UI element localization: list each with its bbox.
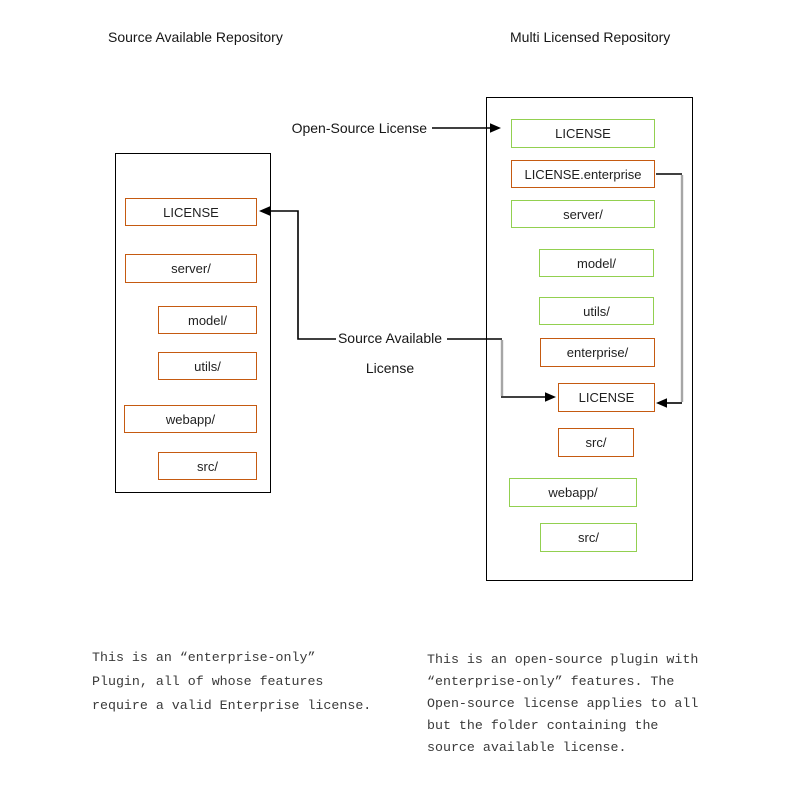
right-repo-folder-server: server/ — [511, 200, 655, 228]
left-repo-file-license: LICENSE — [125, 198, 257, 226]
right-repo-title: Multi Licensed Repository — [510, 29, 671, 45]
right-repo-file-license-enterprise: LICENSE.enterprise — [511, 160, 655, 188]
right-repo-file-license: LICENSE — [511, 119, 655, 148]
right-repo-folder-utils: utils/ — [539, 297, 654, 325]
caption-line: This is an open-source plugin with — [427, 652, 699, 667]
right-repo-folder-model: model/ — [539, 249, 654, 277]
caption-line: “enterprise-only” features. The — [427, 674, 675, 689]
caption-line: source available license. — [427, 740, 627, 755]
open-source-license-label: Open-Source License — [291, 120, 427, 136]
source-available-license-label-line1: Source Available — [337, 330, 443, 346]
caption-line: Plugin, all of whose features — [92, 674, 324, 689]
right-repo-folder-enterprise: enterprise/ — [540, 338, 655, 367]
caption-line: Open-source license applies to all — [427, 696, 699, 711]
left-repo-title: Source Available Repository — [108, 29, 283, 45]
caption-line: This is an “enterprise-only” — [92, 650, 316, 665]
caption-line: but the folder containing the — [427, 718, 659, 733]
caption-line: require a valid Enterprise license. — [92, 698, 372, 713]
right-repo-enterprise-license: LICENSE — [558, 383, 655, 412]
right-repo-enterprise-src: src/ — [558, 428, 634, 457]
left-repo-folder-utils: utils/ — [158, 352, 257, 380]
left-repo-caption: This is an “enterprise-only” Plugin, all… — [92, 646, 371, 718]
left-repo-folder-webapp: webapp/ — [124, 405, 257, 433]
left-repo-folder-server: server/ — [125, 254, 257, 283]
right-repo-folder-webapp: webapp/ — [509, 478, 637, 507]
source-available-license-label-line2: License — [365, 360, 415, 376]
right-repo-folder-src: src/ — [540, 523, 637, 552]
left-repo-folder-model: model/ — [158, 306, 257, 334]
right-repo-caption: This is an open-source plugin with “ente… — [427, 649, 698, 759]
left-repo-folder-src: src/ — [158, 452, 257, 480]
